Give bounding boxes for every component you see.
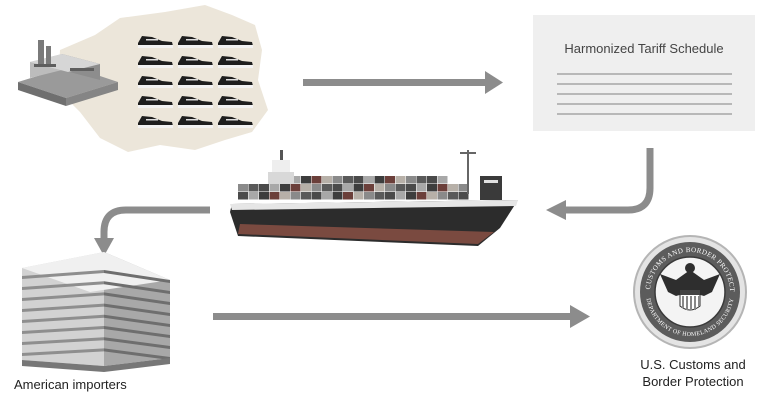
cbp-label-line2: Border Protection (642, 374, 744, 389)
sneaker-icon (138, 116, 173, 128)
tariff-schedule-title: Harmonized Tariff Schedule (564, 41, 724, 56)
factory-icon (18, 40, 118, 106)
document-line (557, 113, 732, 115)
sneaker-icon (178, 36, 213, 48)
document-line (557, 103, 732, 105)
sneaker-icon (178, 96, 213, 108)
document-line (557, 93, 732, 95)
sneaker-icon (218, 116, 253, 128)
sneaker-grid (138, 36, 253, 128)
container-ship-icon (230, 150, 518, 246)
sneaker-icon (218, 56, 253, 68)
document-line (557, 73, 732, 75)
office-building-icon (22, 252, 170, 372)
sneaker-icon (138, 96, 173, 108)
arrow-tariff-to-ship (546, 148, 654, 220)
sneaker-icon (138, 56, 173, 68)
sneaker-icon (218, 36, 253, 48)
sneaker-icon (218, 96, 253, 108)
arrow-importers-to-cbp (213, 305, 590, 328)
arrow-factory-to-tariff (303, 71, 503, 94)
cbp-label: U.S. Customs and Border Protection (620, 356, 766, 390)
sneaker-icon (138, 36, 173, 48)
cbp-label-line1: U.S. Customs and (640, 357, 746, 372)
document-line (557, 83, 732, 85)
sneaker-icon (178, 76, 213, 88)
arrow-ship-to-importers (94, 206, 210, 256)
china-map-shape (58, 5, 268, 152)
sneaker-icon (218, 76, 253, 88)
tariff-schedule-document: Harmonized Tariff Schedule (533, 15, 755, 131)
sneaker-icon (178, 116, 213, 128)
sneaker-icon (178, 56, 213, 68)
sneaker-icon (138, 76, 173, 88)
importers-label: American importers (14, 377, 127, 392)
